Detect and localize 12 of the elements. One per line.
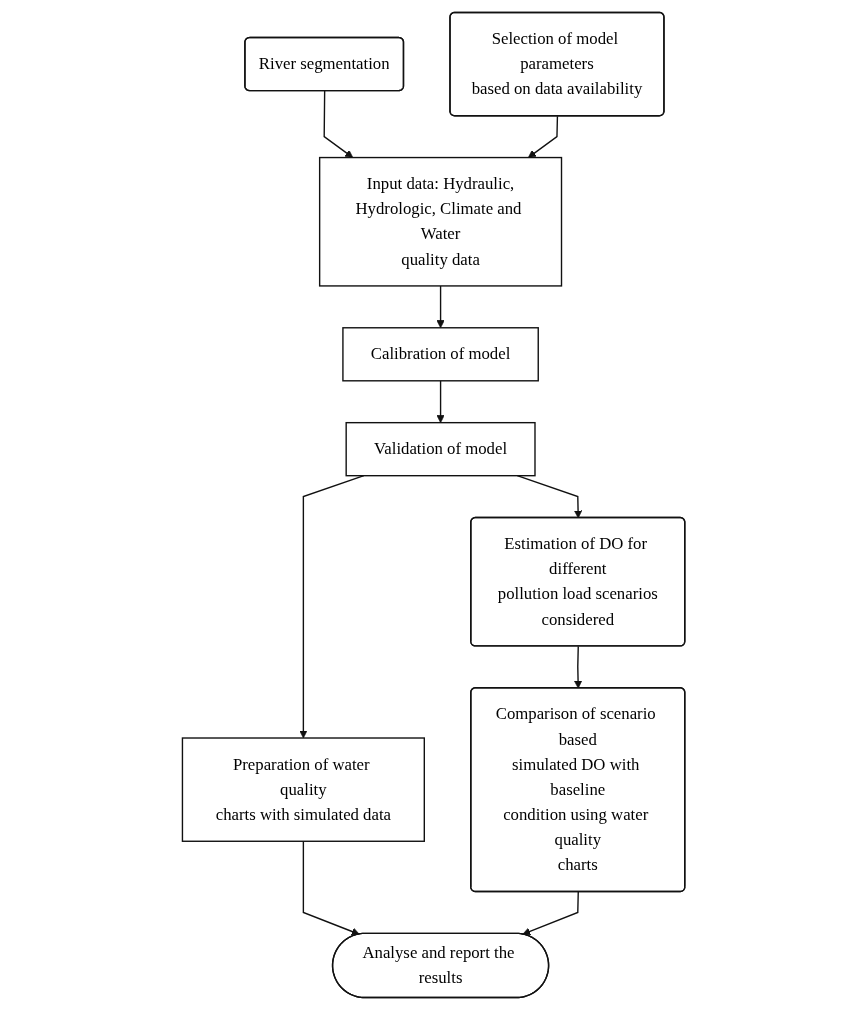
arrow <box>323 90 354 158</box>
node-box: Calibration of model <box>342 327 540 382</box>
arrow <box>299 475 365 739</box>
node-box: Validation of model <box>345 421 537 477</box>
arrow <box>516 475 583 519</box>
arrow <box>436 285 446 329</box>
node-box: Input data: Hydraulic, Hydrologic, Climate and Water quality data <box>319 156 563 287</box>
arrow <box>522 891 580 936</box>
arrow <box>528 115 559 158</box>
arrow <box>436 380 446 424</box>
arrow <box>574 645 583 689</box>
node-box: Preparation of water quality charts with simulated data <box>182 737 426 842</box>
